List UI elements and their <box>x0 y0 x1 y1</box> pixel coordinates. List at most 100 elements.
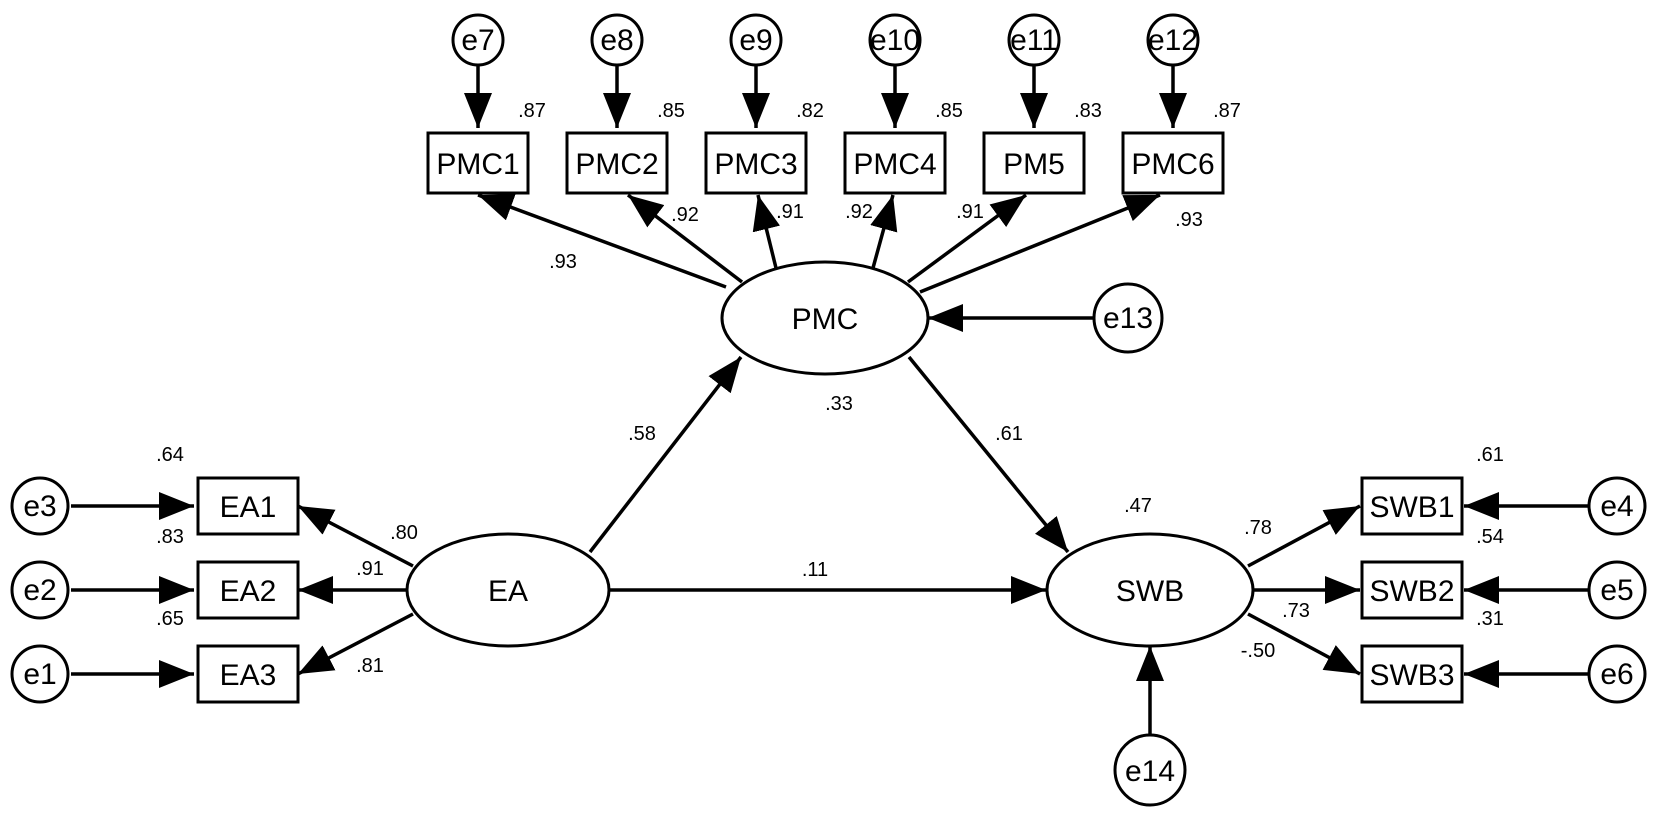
latent-pmc: PMC <box>720 260 930 376</box>
indicator-ea2-label: EA2 <box>220 575 277 608</box>
latent-swb: SWB <box>1045 532 1255 648</box>
indicator-ea2: EA2 <box>196 560 300 620</box>
error-e13-label: e13 <box>1103 302 1153 335</box>
arrow-ea-ea3 <box>297 612 414 676</box>
error-e11: e11 <box>1007 13 1061 67</box>
loading-ea-ea1: .80 <box>390 522 418 544</box>
indicator-pmc3: PMC3 <box>704 131 808 195</box>
r2-swb: .47 <box>1124 495 1152 517</box>
indicator-pmc2: PMC2 <box>565 131 669 195</box>
error-e5: e5 <box>1587 560 1647 620</box>
error-e9: e9 <box>729 13 783 67</box>
loading-pmc-pmc4: .92 <box>845 201 873 223</box>
loading-pmc-pmc3: .91 <box>776 201 804 223</box>
latent-swb-label: SWB <box>1116 575 1184 608</box>
latent-ea: EA <box>405 532 611 648</box>
indicator-ea3-label: EA3 <box>220 659 277 692</box>
indicator-pmc1-label: PMC1 <box>436 148 519 181</box>
loading-pmc-pmc6: .93 <box>1175 209 1203 231</box>
loading-ea-ea2: .91 <box>356 558 384 580</box>
arrow-ea-ea1 <box>297 504 414 568</box>
error-e3-label: e3 <box>23 490 56 523</box>
edges <box>71 65 1588 735</box>
error-e1: e1 <box>10 644 70 704</box>
error-terms: e7 e8 e9 e10 e11 e12 e13 e14 <box>10 13 1647 807</box>
r2-pmc1: .87 <box>518 100 546 122</box>
error-e14-label: e14 <box>1125 755 1175 788</box>
coefficients: .87 .85 .82 .85 .83 .87 .93 .92 .91 .92 … <box>156 100 1504 677</box>
error-e12-label: e12 <box>1148 24 1198 57</box>
r2-pmc2: .85 <box>657 100 685 122</box>
indicator-pmc4-label: PMC4 <box>853 148 936 181</box>
r2-swb3: .31 <box>1476 608 1504 630</box>
r2-ea2: .83 <box>156 526 184 548</box>
error-e8-label: e8 <box>600 24 633 57</box>
indicator-pmc4: PMC4 <box>843 131 947 195</box>
error-e5-label: e5 <box>1600 574 1633 607</box>
latent-pmc-label: PMC <box>792 303 859 336</box>
arrow-swb-swb1 <box>1247 504 1361 568</box>
loading-swb-swb2: .73 <box>1282 600 1310 622</box>
arrow-pmc-pm5 <box>906 193 1028 284</box>
arrow-pmc-pmc1 <box>477 193 727 289</box>
r2-pmc: .33 <box>825 393 853 415</box>
arrow-ea-pmc <box>588 355 743 554</box>
indicator-swb1-label: SWB1 <box>1369 491 1454 524</box>
error-e4-label: e4 <box>1600 490 1633 523</box>
r2-ea1: .64 <box>156 444 184 466</box>
indicator-pmc3-label: PMC3 <box>714 148 797 181</box>
loading-pmc-pmc1: .93 <box>549 251 577 273</box>
indicator-swb1: SWB1 <box>1360 476 1464 536</box>
arrow-swb-swb3 <box>1247 612 1361 676</box>
error-e4: e4 <box>1587 476 1647 536</box>
error-e3: e3 <box>10 476 70 536</box>
loading-swb-swb1: .78 <box>1244 517 1272 539</box>
r2-pm5: .83 <box>1074 100 1102 122</box>
r2-swb1: .61 <box>1476 444 1504 466</box>
indicator-pmc1: PMC1 <box>426 131 530 195</box>
error-e7: e7 <box>451 13 505 67</box>
r2-pmc4: .85 <box>935 100 963 122</box>
path-ea-pmc: .58 <box>628 423 656 445</box>
error-e9-label: e9 <box>739 24 772 57</box>
r2-swb2: .54 <box>1476 526 1504 548</box>
error-e13: e13 <box>1092 282 1164 354</box>
error-e14: e14 <box>1113 733 1187 807</box>
indicator-pmc2-label: PMC2 <box>575 148 658 181</box>
indicator-ea3: EA3 <box>196 644 300 704</box>
indicator-pmc6-label: PMC6 <box>1131 148 1214 181</box>
error-e11-label: e11 <box>1010 24 1058 57</box>
indicator-swb2: SWB2 <box>1360 560 1464 620</box>
error-e6: e6 <box>1587 644 1647 704</box>
loading-pmc-pmc2: .92 <box>671 204 699 226</box>
r2-pmc3: .82 <box>796 100 824 122</box>
indicator-swb2-label: SWB2 <box>1369 575 1454 608</box>
indicator-ea1-label: EA1 <box>220 491 277 524</box>
error-e2: e2 <box>10 560 70 620</box>
error-e10-label: e10 <box>870 24 920 57</box>
r2-ea3: .65 <box>156 608 184 630</box>
error-e1-label: e1 <box>23 658 56 691</box>
latent-variables: PMC EA SWB <box>405 260 1255 648</box>
indicator-swb3-label: SWB3 <box>1369 659 1454 692</box>
indicator-pm5-label: PM5 <box>1003 148 1065 181</box>
path-pmc-swb: .61 <box>995 423 1023 445</box>
error-e8: e8 <box>590 13 644 67</box>
indicator-ea1: EA1 <box>196 476 300 536</box>
path-ea-swb: .11 <box>802 559 828 581</box>
r2-pmc6: .87 <box>1213 100 1241 122</box>
loading-ea-ea3: .81 <box>356 655 384 677</box>
error-e12: e12 <box>1146 13 1200 67</box>
latent-ea-label: EA <box>488 575 528 608</box>
loading-swb-swb3: -.50 <box>1241 640 1275 662</box>
arrow-pmc-pmc2 <box>626 193 744 284</box>
indicator-pm5: PM5 <box>982 131 1086 195</box>
arrow-pmc-pmc6 <box>919 193 1161 294</box>
loading-pmc-pm5: .91 <box>956 201 984 223</box>
arrow-pmc-pmc4 <box>870 194 898 269</box>
indicator-swb3: SWB3 <box>1360 644 1464 704</box>
arrow-pmc-swb <box>907 355 1070 554</box>
indicator-pmc6: PMC6 <box>1121 131 1225 195</box>
error-e10: e10 <box>868 13 922 67</box>
